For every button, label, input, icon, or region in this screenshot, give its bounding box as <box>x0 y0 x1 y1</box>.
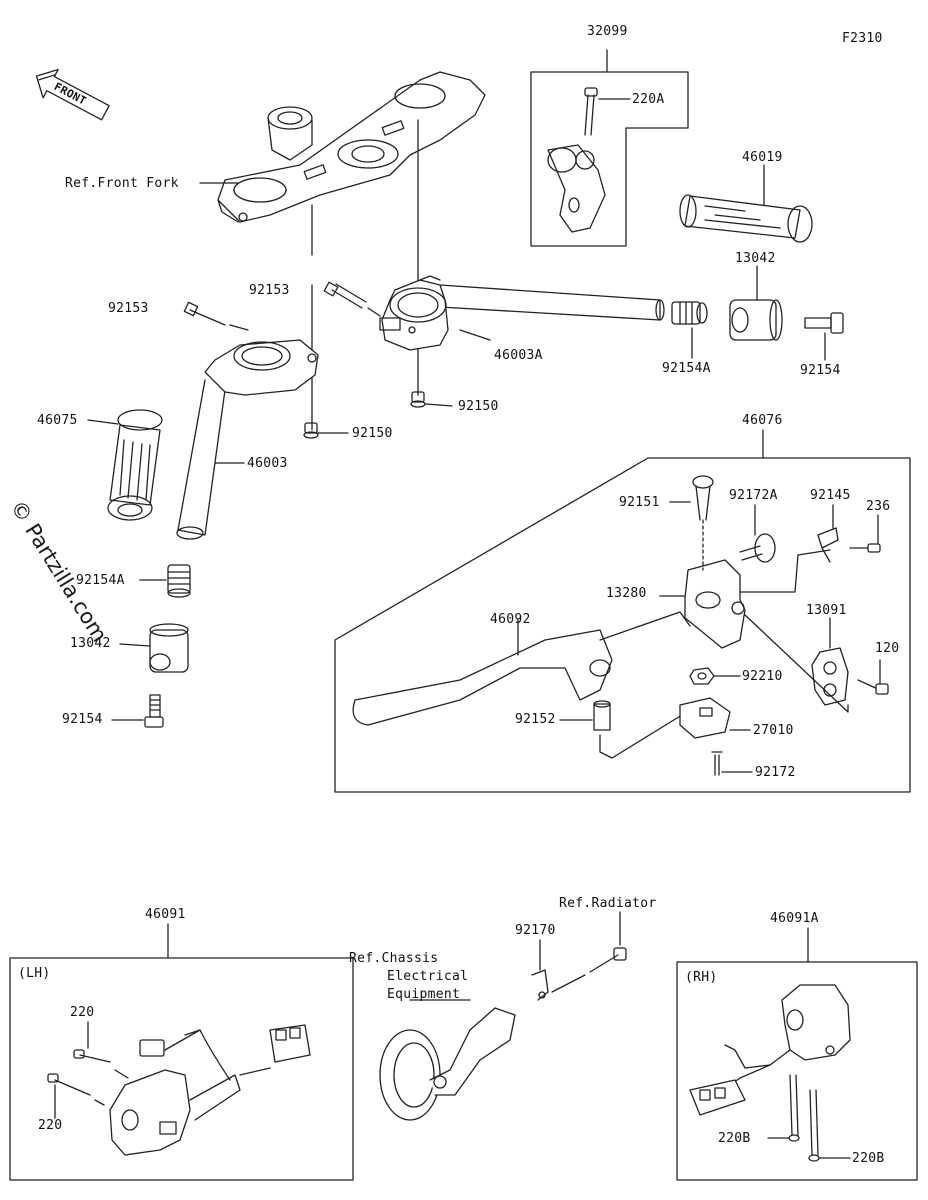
nut-92210 <box>689 667 715 685</box>
left-switch-housing-46091 <box>109 1024 311 1156</box>
label-92170[interactable]: 92170 <box>515 923 556 938</box>
holder-13091 <box>811 647 849 706</box>
label-220B-a[interactable]: 220B <box>718 1131 751 1146</box>
bolt-92153-left <box>183 301 226 326</box>
label-120[interactable]: 120 <box>875 641 900 656</box>
nut-92154A-right <box>671 301 708 325</box>
screw-220B-b <box>808 1089 820 1162</box>
label-13042-right[interactable]: 13042 <box>735 251 776 266</box>
label-32099[interactable]: 32099 <box>587 24 628 39</box>
left-handlebar <box>176 339 319 540</box>
label-27010[interactable]: 27010 <box>753 723 794 738</box>
front-arrow-icon <box>35 68 110 121</box>
label-92150-center[interactable]: 92150 <box>458 399 499 414</box>
label-46003[interactable]: 46003 <box>247 456 288 471</box>
label-46075[interactable]: 46075 <box>37 413 78 428</box>
label-13280[interactable]: 13280 <box>606 586 647 601</box>
label-220B-b[interactable]: 220B <box>852 1151 885 1166</box>
label-46019[interactable]: 46019 <box>742 150 783 165</box>
label-92152[interactable]: 92152 <box>515 712 556 727</box>
bolt-220A <box>584 87 598 136</box>
right-switch-housing-46091A <box>689 984 851 1116</box>
label-92154A-right[interactable]: 92154A <box>662 361 711 376</box>
label-46091A[interactable]: 46091A <box>770 911 819 926</box>
screw-92172 <box>711 751 723 776</box>
ref-chassis-line2: Electrical <box>387 969 469 984</box>
box-label-rh: (RH) <box>685 970 718 985</box>
left-grip <box>107 409 163 521</box>
label-92172[interactable]: 92172 <box>755 765 796 780</box>
switch-27010 <box>679 697 731 739</box>
label-92153-left[interactable]: 92153 <box>108 301 149 316</box>
box-label-lh: (LH) <box>18 966 51 981</box>
screw-220B-a <box>788 1074 800 1142</box>
diagram-code: F2310 <box>842 31 883 46</box>
bolt-ref-radiator <box>589 947 627 973</box>
bolt-120 <box>857 679 889 695</box>
label-46092[interactable]: 46092 <box>490 612 531 627</box>
label-92145[interactable]: 92145 <box>810 488 851 503</box>
label-92153-center[interactable]: 92153 <box>249 283 290 298</box>
label-46003A[interactable]: 46003A <box>494 348 543 363</box>
screw-236 <box>849 543 881 553</box>
ref-front-fork: Ref.Front Fork <box>65 176 179 191</box>
bar-end-13042-left <box>149 623 189 673</box>
label-92154-left[interactable]: 92154 <box>62 712 103 727</box>
top-triple-clamp <box>217 71 486 223</box>
label-92210[interactable]: 92210 <box>742 669 783 684</box>
label-92172A[interactable]: 92172A <box>729 488 778 503</box>
ref-chassis-line3: Equipment <box>387 987 461 1002</box>
label-46091[interactable]: 46091 <box>145 907 186 922</box>
bushing-92152 <box>593 700 611 731</box>
horn <box>379 1007 516 1121</box>
label-220A[interactable]: 220A <box>632 92 665 107</box>
box-46076 <box>334 457 911 793</box>
right-grip <box>679 194 813 243</box>
label-236[interactable]: 236 <box>866 499 891 514</box>
spring-92145 <box>817 527 839 563</box>
ref-chassis-line1: Ref.Chassis <box>349 951 439 966</box>
label-13042-left[interactable]: 13042 <box>70 636 111 651</box>
master-cylinder-13280 <box>684 559 746 649</box>
bolt-92153-center <box>323 281 367 309</box>
right-handlebar <box>379 275 665 351</box>
label-220-a[interactable]: 220 <box>70 1005 95 1020</box>
screw-92154-right <box>804 312 844 334</box>
bracket-92170 <box>531 969 549 1001</box>
bar-end-13042-right <box>729 299 783 341</box>
label-92154A-left[interactable]: 92154A <box>76 573 125 588</box>
lever-holder-32099 <box>547 144 606 233</box>
brake-lever-46092 <box>352 629 613 726</box>
screw-92150-left <box>303 422 319 439</box>
screw-92150-center <box>410 391 426 408</box>
label-92154-right[interactable]: 92154 <box>800 363 841 378</box>
ref-radiator: Ref.Radiator <box>559 896 657 911</box>
screw-220-lh-b <box>47 1073 91 1096</box>
adjuster-92172A <box>739 533 776 563</box>
label-92151[interactable]: 92151 <box>619 495 660 510</box>
label-92150-left[interactable]: 92150 <box>352 426 393 441</box>
bolt-92151 <box>692 475 714 521</box>
label-46076[interactable]: 46076 <box>742 413 783 428</box>
box-32099 <box>530 71 689 247</box>
label-13091[interactable]: 13091 <box>806 603 847 618</box>
label-220-b[interactable]: 220 <box>38 1118 63 1133</box>
nut-92154A-left <box>167 564 191 598</box>
screw-92154-left <box>144 694 164 728</box>
box-46091-lh <box>9 957 354 1181</box>
screw-220-lh-a <box>73 1049 111 1063</box>
box-46091a-rh <box>676 961 918 1181</box>
